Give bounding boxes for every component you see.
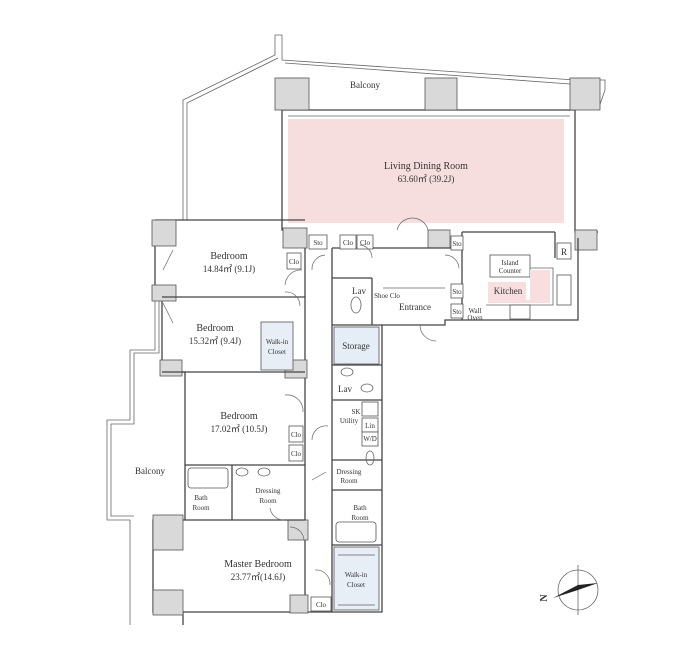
north-label: N xyxy=(539,594,550,602)
living-room-area: 63.60㎡ (39.2J) xyxy=(398,174,455,184)
clo-label-1: Clo xyxy=(343,239,354,247)
balcony-left-label: Balcony xyxy=(135,466,165,476)
bedroom-1-name: Bedroom xyxy=(210,251,247,262)
clo-label-5: Clo xyxy=(291,450,302,458)
entrance-label: Entrance xyxy=(399,302,431,312)
column xyxy=(287,519,309,541)
storage-room xyxy=(333,326,380,365)
column xyxy=(152,589,184,616)
bedroom-2-area: 15.32㎡ (9.4J) xyxy=(189,336,241,346)
utility-label: Utility xyxy=(340,417,359,425)
sto-label-1: Sto xyxy=(313,239,323,247)
dressing-room-1-label-2: Room xyxy=(259,497,277,505)
bedroom-2-name: Bedroom xyxy=(196,323,233,334)
balcony-top-label: Balcony xyxy=(350,80,380,90)
balcony-left-area xyxy=(106,300,160,625)
column xyxy=(289,594,309,614)
walk-in-closet-1-label-2: Closet xyxy=(268,348,286,356)
wd-label: W/D xyxy=(363,435,377,443)
doors xyxy=(162,217,460,586)
kitchen-highlight-l xyxy=(488,270,550,303)
dressing-room-2-label-1: Dressing xyxy=(337,468,362,476)
walk-in-closet-2-label-1: Walk-in xyxy=(345,571,368,579)
clo-label-2: Clo xyxy=(360,239,371,247)
master-bedroom-name: Master Bedroom xyxy=(224,559,292,570)
living-highlight xyxy=(288,119,564,223)
island-counter-label-1: Island xyxy=(501,259,519,267)
column xyxy=(274,77,310,111)
sk-label: SK xyxy=(352,408,361,416)
sto-label-4: Sto xyxy=(452,308,462,316)
balcony-top-area xyxy=(182,34,606,220)
column xyxy=(574,229,598,251)
dressing-room-2-label-2: Room xyxy=(340,477,358,485)
sto-label-3: Sto xyxy=(452,288,462,296)
kitchen-label: Kitchen xyxy=(494,286,523,296)
sto-label-2: Sto xyxy=(452,240,462,248)
living-room-name: Living Dining Room xyxy=(384,161,468,172)
bathtub xyxy=(187,467,229,489)
lav-top-label: Lav xyxy=(352,286,366,296)
storage-label: Storage xyxy=(342,341,370,351)
walk-in-closet-1-label-1: Walk-in xyxy=(266,338,289,346)
master-bedroom-area: 23.77㎡(14.6J) xyxy=(231,572,286,582)
walk-in-closet-2 xyxy=(333,546,380,611)
refrigerator-label: R xyxy=(561,247,567,257)
bedroom-3-name: Bedroom xyxy=(220,411,257,422)
island-counter-label-2: Counter xyxy=(499,267,522,275)
column xyxy=(151,219,177,247)
kitchen-area xyxy=(486,242,572,320)
walk-in-closet-2-label-2: Closet xyxy=(347,581,365,589)
walk-in-closet-1 xyxy=(260,321,294,371)
dressing-room-1-label-1: Dressing xyxy=(256,487,281,495)
bedroom-3-area: 17.02㎡ (10.5J) xyxy=(211,424,268,434)
column xyxy=(569,77,601,111)
column xyxy=(282,227,308,249)
lin-label: Lin xyxy=(365,422,375,430)
bedroom-1-area: 14.84㎡ (9.1J) xyxy=(203,264,255,274)
wall-oven-label-2: Oven xyxy=(467,314,483,322)
column xyxy=(151,284,177,302)
north-arrow-icon xyxy=(553,565,599,615)
lav-mid-label: Lav xyxy=(338,384,352,394)
column xyxy=(427,229,451,249)
column xyxy=(159,359,183,377)
living-dining-room xyxy=(281,109,598,233)
bathtub xyxy=(335,521,377,543)
bath-room-1-label-2: Room xyxy=(192,504,210,512)
kitchen-highlight xyxy=(488,282,526,300)
shoe-clo-label: Shoe Clo xyxy=(374,292,400,300)
interior-walls xyxy=(162,231,556,612)
wall-oven-label-1: Wall xyxy=(468,307,481,315)
column xyxy=(424,77,458,111)
clo-label-3: Clo xyxy=(289,258,300,266)
clo-label-4: Clo xyxy=(291,431,302,439)
clo-label-6: Clo xyxy=(316,601,327,609)
column xyxy=(152,514,184,551)
bath-room-1-label-1: Bath xyxy=(194,494,208,502)
bath-room-2-label-1: Bath xyxy=(353,504,367,512)
bath-room-2-label-2: Room xyxy=(351,514,369,522)
